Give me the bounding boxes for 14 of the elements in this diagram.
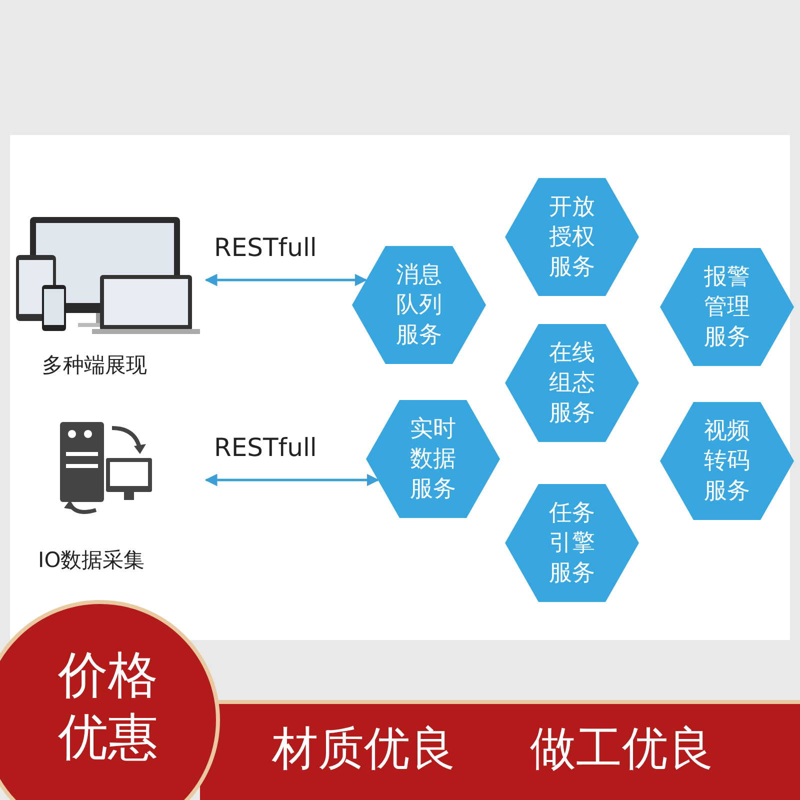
service-hexagon: 实时数据服务 <box>366 400 500 518</box>
device-caption: 多种端展现 <box>42 352 147 379</box>
double-arrow <box>204 474 380 486</box>
double-arrow <box>204 274 368 286</box>
slogan-text: 材质优良 <box>272 720 456 777</box>
io-caption: IO数据采集 <box>38 547 145 574</box>
service-hexagon: 报警管理服务 <box>660 248 794 366</box>
price-circle: 价格优惠 <box>0 600 220 800</box>
service-hexagon: 视频转码服务 <box>660 402 794 520</box>
service-hexagon: 任务引擎服务 <box>505 484 639 602</box>
service-hexagon: 在线组态服务 <box>505 324 639 442</box>
service-hexagon: 消息队列服务 <box>352 246 486 364</box>
slogan-text: 做工优良 <box>530 720 714 777</box>
service-hexagon: 开放授权服务 <box>505 178 639 296</box>
